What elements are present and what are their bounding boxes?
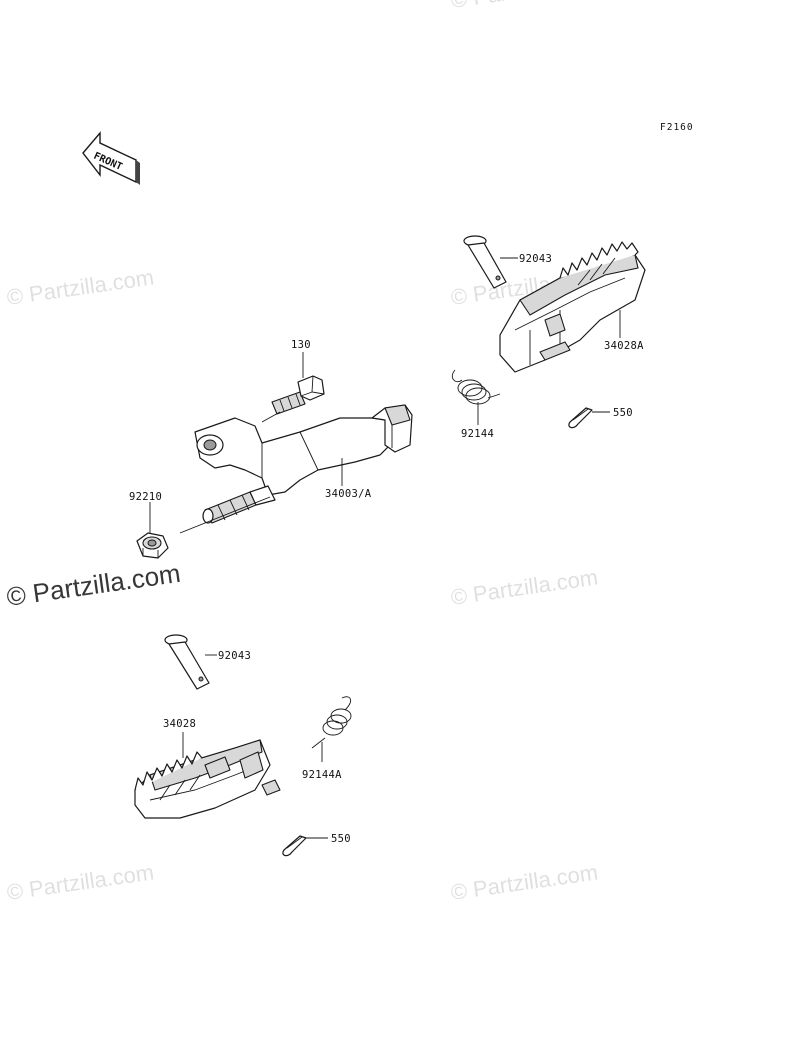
spring-right-part — [451, 369, 501, 405]
label-92210[interactable]: 92210 — [129, 491, 162, 503]
watermark-top-left: © Partzilla.com — [5, 265, 155, 310]
label-92144[interactable]: 92144 — [461, 428, 494, 440]
clevis-pin-left-part — [164, 634, 210, 690]
part-labels: 130 92210 34003/A 92043 34028A 92144 550… — [129, 253, 644, 845]
footpeg-right-part — [499, 241, 646, 373]
spring-left-part — [311, 696, 352, 749]
bolt-part — [271, 375, 325, 415]
nut-part — [136, 532, 169, 559]
label-92144a[interactable]: 92144A — [302, 769, 342, 781]
label-34003a[interactable]: 34003/A — [325, 488, 372, 500]
label-34028[interactable]: 34028 — [163, 718, 196, 730]
watermark-primary: © Partzilla.com — [5, 558, 183, 612]
cotter-pin-right-part — [568, 407, 593, 429]
watermark-bottom-left: © Partzilla.com — [5, 860, 155, 905]
footpeg-left-part — [134, 739, 281, 819]
brake-pedal-part — [194, 404, 413, 524]
label-92043-right[interactable]: 92043 — [519, 253, 552, 265]
label-550-left[interactable]: 550 — [331, 833, 351, 845]
figure-code: F2160 — [660, 122, 694, 133]
label-92043-left[interactable]: 92043 — [218, 650, 251, 662]
leader-lines — [149, 257, 621, 839]
watermark-top-edge: © Partzilla.com — [449, 0, 599, 13]
cotter-pin-left-part — [282, 835, 307, 857]
watermark-bottom-right: © Partzilla.com — [449, 860, 599, 905]
label-34028a[interactable]: 34028A — [604, 340, 644, 352]
label-550-right[interactable]: 550 — [613, 407, 633, 419]
label-130[interactable]: 130 — [291, 339, 311, 351]
front-arrow-icon: FRONT — [82, 131, 140, 185]
watermark-mid-right: © Partzilla.com — [449, 565, 599, 610]
clevis-pin-right-part — [463, 235, 507, 289]
